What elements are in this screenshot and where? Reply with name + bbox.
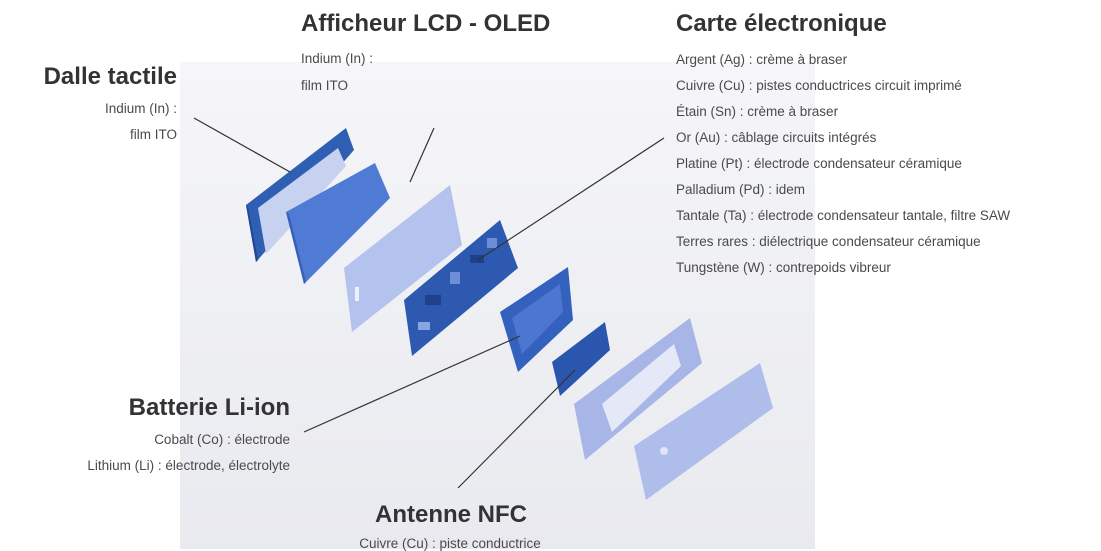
carte-line-1: Argent (Ag) : crème à braser bbox=[676, 52, 848, 67]
leader-line-batterie bbox=[303, 335, 521, 433]
lcd-layer-part bbox=[286, 163, 390, 284]
leader-line-afficheur bbox=[409, 127, 435, 183]
afficheur-line-1: Indium (In) : bbox=[301, 51, 374, 66]
carte-line-5: Platine (Pt) : électrode condensateur cé… bbox=[676, 156, 962, 171]
carte-line-4: Or (Au) : câblage circuits intégrés bbox=[676, 130, 877, 145]
antenne-nfc-title: Antenne NFC bbox=[375, 501, 527, 528]
carte-line-9: Tungstène (W) : contrepoids vibreur bbox=[676, 260, 891, 275]
leader-line-antenne bbox=[457, 369, 576, 489]
dalle-tactile-line-1: Indium (In) : bbox=[104, 101, 177, 116]
antenne-nfc-line-1: Cuivre (Cu) : piste conductrice bbox=[359, 536, 541, 551]
carte-line-7: Tantale (Ta) : électrode condensateur ta… bbox=[676, 208, 1011, 223]
dalle-tactile-line-2: film ITO bbox=[130, 127, 177, 142]
display-glass-part bbox=[344, 185, 462, 332]
batterie-line-1: Cobalt (Co) : électrode bbox=[154, 432, 290, 447]
leader-line-dalle bbox=[193, 117, 291, 173]
circuit-board-part bbox=[404, 220, 518, 356]
afficheur-title: Afficheur LCD - OLED bbox=[301, 10, 551, 37]
nfc-antenna-part bbox=[552, 322, 610, 396]
back-cover-part bbox=[634, 363, 773, 500]
phone-frame-part bbox=[574, 318, 702, 460]
batterie-title: Batterie Li-ion bbox=[128, 394, 290, 421]
battery-part bbox=[500, 267, 573, 372]
background-panel bbox=[180, 62, 815, 549]
batterie-line-2: Lithium (Li) : électrode, électrolyte bbox=[87, 458, 290, 473]
carte-line-6: Palladium (Pd) : idem bbox=[676, 182, 806, 197]
carte-line-2: Cuivre (Cu) : pistes conductrices circui… bbox=[676, 78, 962, 93]
carte-electronique-title: Carte électronique bbox=[676, 10, 887, 37]
carte-line-3: Étain (Sn) : crème à braser bbox=[676, 104, 839, 119]
leader-line-carte bbox=[477, 137, 665, 261]
afficheur-line-2: film ITO bbox=[301, 78, 348, 93]
touch-panel-part bbox=[246, 128, 354, 262]
carte-line-8: Terres rares : diélectrique condensateur… bbox=[676, 234, 981, 249]
dalle-tactile-title: Dalle tactile bbox=[43, 63, 177, 90]
